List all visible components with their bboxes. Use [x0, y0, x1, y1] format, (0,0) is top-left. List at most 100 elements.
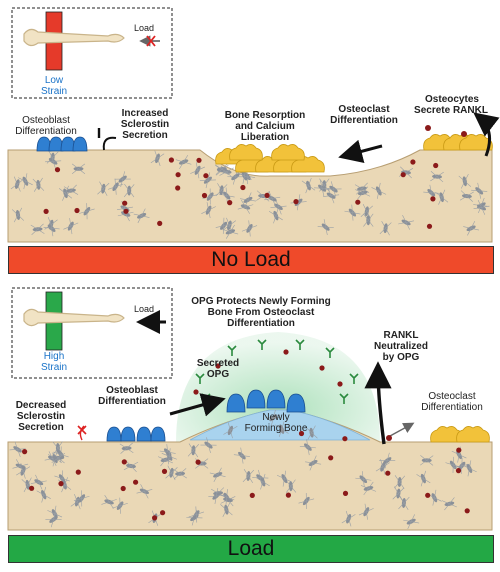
- bottom-rankl-dot: [29, 485, 35, 491]
- bottom-rankl-dot: [328, 455, 334, 461]
- top-osteocyte-icon: [239, 192, 257, 208]
- bottom-osteocyte-icon: [360, 481, 377, 496]
- top-osteocyte-icon: [97, 181, 110, 196]
- bottom-osteocyte-icon: [265, 409, 282, 426]
- bottom-rankl-dot: [133, 479, 139, 485]
- top-osteocyte-icon: [264, 191, 281, 206]
- top-osteocyte-icon: [150, 150, 165, 167]
- bottom-rankl-dot: [342, 490, 349, 496]
- bottom-osteocyte-icon: [453, 457, 470, 474]
- top-osteocyte-icon: [301, 177, 316, 194]
- opg-molecule-icon: [349, 373, 359, 384]
- top-differentiation-arrow: [338, 139, 383, 164]
- bottom-inset-load-label: Load: [133, 304, 155, 314]
- bottom-osteoblast-icon: [226, 393, 246, 413]
- top-rankl-dot: [425, 125, 431, 131]
- load-banner: Load: [8, 535, 494, 563]
- top-rankl-dot: [43, 208, 49, 214]
- top-osteocyte-icon: [201, 202, 216, 219]
- bottom-osteoblast-icon: [106, 426, 122, 442]
- new-bone-label-2: Forming Bone: [244, 423, 308, 434]
- top-rankl-dot: [461, 131, 467, 137]
- opg-title-2: Bone From Osteoclast: [207, 307, 315, 318]
- bottom-osteocyte-icon: [161, 448, 177, 465]
- top-resorption-label-2: and Calcium: [235, 121, 295, 132]
- top-osteocyte-icon: [268, 207, 283, 224]
- bottom-femur-icon: [23, 308, 125, 327]
- bottom-osteoblast-icon: [266, 389, 286, 409]
- bottom-osteocyte-icon: [36, 486, 51, 503]
- bottom-rankl-dot: [455, 468, 462, 474]
- bottom-osteoclast-arrow: [389, 422, 415, 437]
- bottom-osteocyte-icon: [416, 470, 431, 487]
- top-osteocytes-label-2: Secrete RANKL: [414, 105, 488, 116]
- bottom-rankl-dot: [249, 492, 255, 498]
- top-osteocyte-icon: [363, 213, 374, 227]
- top-osteoblast-icon: [72, 136, 88, 152]
- bottom-rankl-dot: [160, 510, 166, 516]
- bottom-rankl-dot: [283, 349, 289, 355]
- top-osteocyte-icon: [371, 182, 387, 199]
- bottom-rankl-dot: [193, 389, 199, 395]
- secreted-opg-label-2: OPG: [206, 369, 230, 380]
- top-rankl-dot: [227, 200, 233, 206]
- top-rankl-dot: [196, 157, 202, 163]
- osteoblast-to-bone-arrow: [169, 393, 226, 417]
- opg-molecule-icon: [295, 339, 305, 350]
- bottom-osteocyte-icon: [441, 497, 457, 511]
- bottom-inset-strain-line1: High: [43, 351, 65, 362]
- bottom-osteocyte-icon: [299, 439, 316, 456]
- bottom-osteocyte-icon: [188, 506, 205, 523]
- bottom-osteocyte-icon: [21, 477, 34, 493]
- top-rankl-dot: [433, 162, 439, 169]
- opg-title-3: Differentiation: [227, 318, 295, 329]
- bottom-osteoclast-label-2: Differentiation: [421, 402, 483, 413]
- bottom-osteocyte-icon: [101, 495, 117, 509]
- top-rankl-dot: [400, 172, 406, 178]
- top-femur-icon: [23, 28, 125, 47]
- top-osteocytes-label-1: Osteocytes: [425, 94, 479, 105]
- bottom-osteocyte-icon: [187, 443, 199, 458]
- top-osteocyte-icon: [458, 173, 472, 189]
- bottom-rankl-dot: [456, 447, 462, 453]
- top-rankl-dot: [175, 185, 181, 191]
- top-rankl-dot: [426, 223, 433, 229]
- top-rankl-dot: [201, 192, 208, 199]
- bottom-rankl-dot: [298, 430, 305, 437]
- bottom-osteocyte-icon: [252, 469, 269, 486]
- opg-molecule-icon: [339, 393, 349, 404]
- bottom-osteocyte-icon: [420, 455, 434, 466]
- top-inset-strain-line1: Low: [44, 75, 64, 86]
- bottom-osteocyte-icon: [445, 456, 462, 473]
- bottom-osteocyte-icon: [305, 425, 318, 440]
- top-osteocyte-icon: [114, 171, 131, 187]
- top-osteocyte-icon: [199, 172, 216, 189]
- bottom-osteocyte-icon: [112, 497, 128, 514]
- top-osteocyte-icon: [123, 183, 135, 198]
- top-osteoclast-label-2: Differentiation: [330, 115, 398, 126]
- top-osteocyte-icon: [79, 203, 95, 220]
- top-osteocyte-icon: [325, 181, 342, 197]
- top-osteocyte-icon: [11, 207, 25, 223]
- opg-molecule-icon: [227, 345, 237, 356]
- bottom-rankl-dot: [195, 459, 201, 465]
- top-rankl-dot: [74, 207, 80, 214]
- top-osteocyte-icon: [241, 220, 258, 237]
- top-rankl-dot: [355, 199, 361, 205]
- opg-molecule-icon: [257, 339, 267, 350]
- bottom-rankl-dot: [58, 481, 64, 487]
- top-osteocyte-icon: [133, 208, 150, 224]
- top-sclerostin-label-1: Increased: [121, 108, 169, 119]
- top-osteocyte-icon: [175, 154, 192, 170]
- bottom-osteocyte-icon: [355, 471, 372, 488]
- bottom-rankl-dot: [385, 470, 391, 476]
- top-osteocyte-icon: [355, 186, 371, 200]
- top-osteocyte-icon: [379, 221, 392, 236]
- top-osteocyte-icon: [354, 182, 370, 195]
- opg-title-1: OPG Protects Newly Forming: [191, 296, 331, 307]
- bottom-rankl-dot: [342, 436, 348, 442]
- top-rankl-dot: [410, 159, 416, 165]
- bottom-osteocyte-icon: [223, 422, 238, 439]
- bottom-rankl-dot: [285, 492, 291, 498]
- bottom-rankl-dot: [152, 515, 158, 521]
